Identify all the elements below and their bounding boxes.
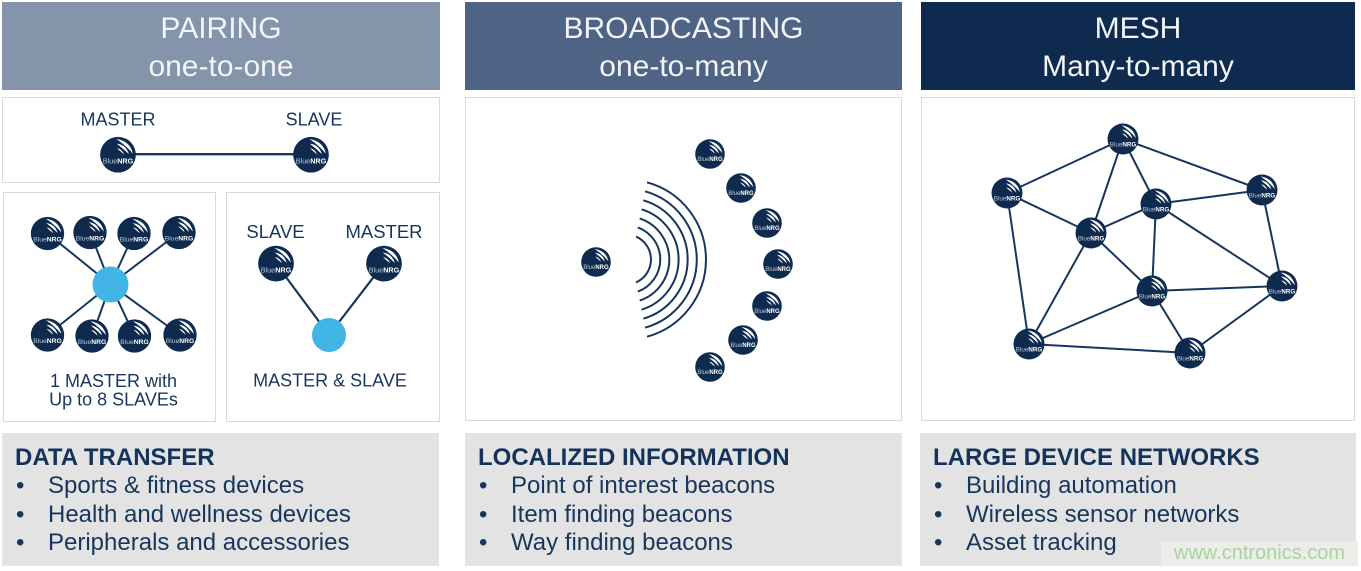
svg-text:1 MASTER with: 1 MASTER with bbox=[50, 371, 177, 391]
svg-text:MASTER: MASTER bbox=[80, 110, 155, 130]
svg-text:SLAVE: SLAVE bbox=[246, 221, 304, 242]
svg-text:SLAVE: SLAVE bbox=[286, 110, 343, 130]
svg-text:MASTER & SLAVE: MASTER & SLAVE bbox=[253, 371, 407, 391]
svg-text:Up to 8 SLAVEs: Up to 8 SLAVEs bbox=[49, 389, 178, 409]
svg-text:MASTER: MASTER bbox=[345, 221, 422, 242]
